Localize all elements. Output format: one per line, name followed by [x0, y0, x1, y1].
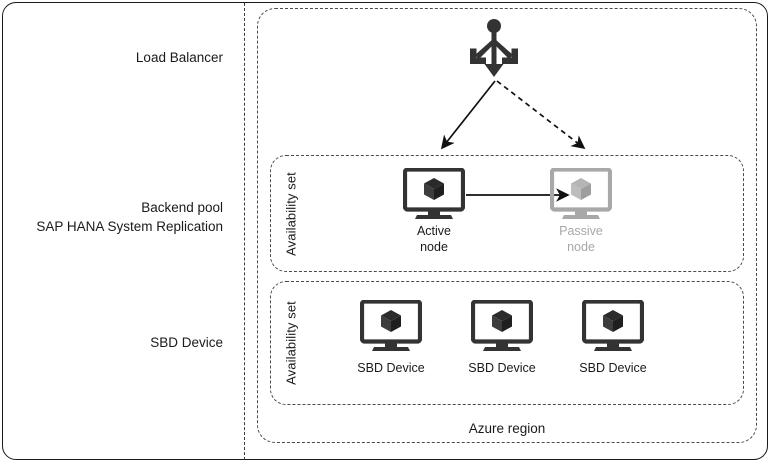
passive-node-caption-line1: Passive	[559, 224, 603, 238]
vertical-divider	[244, 3, 245, 460]
sbd-device-2-caption: SBD Device	[468, 361, 536, 375]
virtual-machine-icon	[470, 299, 534, 351]
virtual-machine-icon	[403, 168, 465, 219]
sbd-device-2[interactable]: SBD Device	[442, 299, 562, 376]
sbd-device-1-caption: SBD Device	[357, 361, 425, 375]
connector-lb-to-active	[440, 80, 496, 150]
availability-set-sbd-label: Availability set	[283, 301, 299, 385]
azure-region-label: Azure region	[468, 421, 546, 436]
active-node-caption-line2: node	[420, 240, 448, 254]
load-balancer-icon	[462, 17, 526, 81]
outer-frame	[2, 2, 768, 460]
left-label-column: Load Balancer Backend pool SAP HANA Syst…	[0, 0, 223, 464]
azure-region-boundary: Azure region	[257, 8, 757, 443]
label-backend-pool-line2: SAP HANA System Replication	[36, 219, 223, 234]
virtual-machine-icon	[359, 299, 423, 351]
availability-set-sbd: Availability set	[270, 281, 744, 405]
active-node-caption-line1: Active	[416, 224, 452, 238]
label-load-balancer: Load Balancer	[135, 50, 223, 65]
passive-node-caption-line2: node	[567, 240, 595, 254]
sbd-device-3-caption: SBD Device	[579, 361, 647, 375]
passive-node[interactable]: Passive node	[521, 168, 641, 255]
connector-lb-to-passive	[496, 80, 586, 150]
active-node[interactable]: Active node	[374, 168, 494, 255]
label-backend-pool-line1: Backend pool	[141, 200, 223, 215]
availability-set-backend-label: Availability set	[283, 171, 299, 256]
virtual-machine-icon	[581, 299, 645, 351]
virtual-machine-icon	[550, 168, 612, 219]
label-sbd-device: SBD Device	[150, 335, 223, 350]
sbd-device-3[interactable]: SBD Device	[553, 299, 673, 376]
availability-set-backend: Availability set	[270, 155, 744, 272]
load-balancer-connectors	[400, 76, 620, 160]
sbd-device-1[interactable]: SBD Device	[331, 299, 451, 376]
